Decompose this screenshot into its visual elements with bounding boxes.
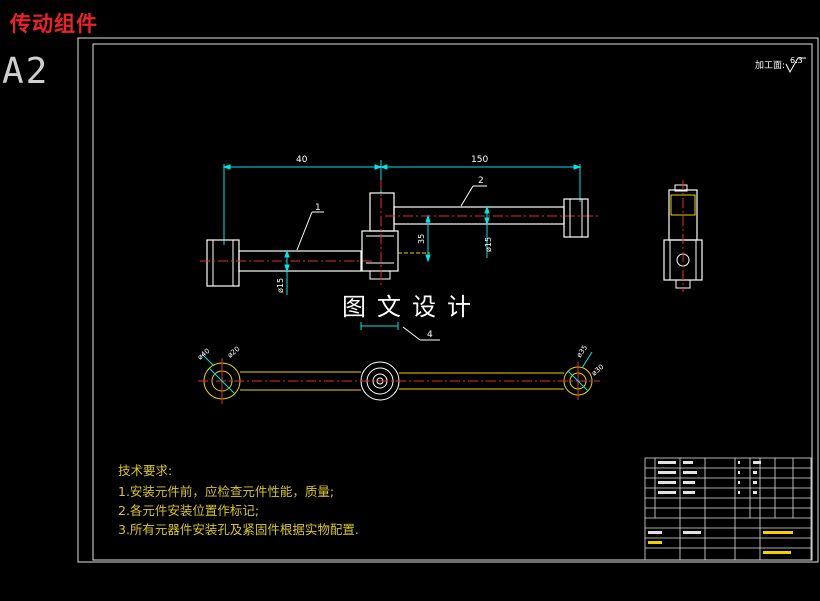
dim-end-left-a: ø40 xyxy=(196,347,211,362)
watermark-text: 图文设计 xyxy=(342,293,482,321)
dim-left-span: 40 xyxy=(296,155,308,165)
tech-item-3: 3.所有元器件安装孔及紧固件根据实物配置. xyxy=(118,522,359,537)
tech-item-2: 2.各元件安装位置作标记; xyxy=(118,503,260,518)
dim-end-right-a: ø35 xyxy=(575,344,589,359)
callout-4: 4 xyxy=(427,330,433,340)
dim-left-shaft-dia: ø15 xyxy=(276,278,285,293)
tech-heading: 技术要求: xyxy=(118,463,173,478)
side-view xyxy=(663,180,703,292)
sheet-size-label: A2 xyxy=(2,51,50,92)
title-block-cells xyxy=(648,461,793,554)
inner-frame xyxy=(92,43,813,561)
dim-right-span: 150 xyxy=(471,155,488,165)
top-view xyxy=(198,351,600,404)
surface-note-label: 加工面: xyxy=(755,61,786,71)
dim-right-shaft-dia: ø15 xyxy=(484,237,493,252)
right-end-block xyxy=(563,198,589,238)
outer-frame xyxy=(77,37,819,563)
dim-end-right-b: ø30 xyxy=(590,363,605,378)
surface-value: 6.3 xyxy=(790,56,803,65)
front-view: 40 150 35 xyxy=(200,155,598,341)
surface-finish-symbol xyxy=(785,57,806,74)
central-hub-upper xyxy=(369,192,395,232)
top-dimension-lines xyxy=(222,160,582,245)
central-hub-lower xyxy=(361,230,399,272)
title-block xyxy=(644,457,812,561)
page-title: 传动组件 xyxy=(10,12,98,36)
dim-height: 35 xyxy=(417,234,426,244)
left-end-block xyxy=(206,239,240,287)
callout-2: 2 xyxy=(478,176,484,186)
dim-end-left-b: ø20 xyxy=(226,345,241,360)
tech-item-1: 1.安装元件前，应检查元件性能，质量; xyxy=(118,484,335,499)
callout-1: 1 xyxy=(315,203,321,213)
